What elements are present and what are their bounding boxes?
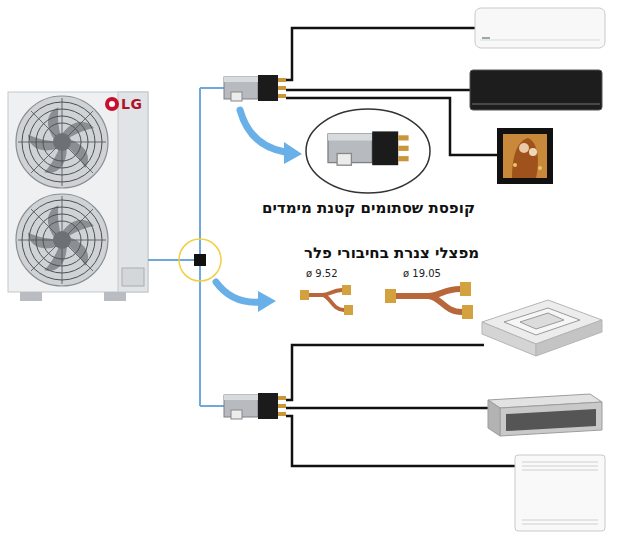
callout-arrow xyxy=(258,291,276,312)
outdoor-unit xyxy=(8,92,148,301)
pipe-diameter: ø 19.05 xyxy=(403,268,441,279)
callout-arrow xyxy=(240,110,285,152)
outdoor-unit-box: LG xyxy=(8,92,148,292)
connection-line xyxy=(286,89,472,92)
cassette-unit xyxy=(520,313,564,329)
floor-console-unit xyxy=(522,470,598,471)
refrigerant-pipe xyxy=(200,405,224,407)
pipe-diameter: ø 9.52 xyxy=(306,268,338,279)
art-cool-unit xyxy=(512,138,538,178)
wall-unit-black xyxy=(472,104,600,105)
valve-box-callout: קופסת שסתומים קטנת מימדים xyxy=(306,109,430,193)
wall-unit-white xyxy=(480,40,600,41)
callout-heading: קופסת שסתומים קטנת מימדים xyxy=(262,199,475,217)
valve-box xyxy=(224,75,286,101)
connection-line xyxy=(286,345,484,400)
pipe-splitter-large xyxy=(462,305,473,319)
art-cool-unit xyxy=(538,166,542,170)
floor-console-unit xyxy=(522,524,598,525)
valve-box-enlarged xyxy=(328,131,409,165)
outdoor-unit xyxy=(118,92,148,292)
highlight-circle xyxy=(179,239,221,281)
art-cool-unit xyxy=(513,163,517,167)
wall-unit-black xyxy=(470,70,602,110)
connection-line xyxy=(286,407,488,410)
cassette-unit xyxy=(504,308,580,335)
brand-logo: LG xyxy=(121,96,142,112)
duct-unit xyxy=(506,409,596,431)
outdoor-unit xyxy=(20,292,42,301)
wall-unit-black xyxy=(470,70,602,110)
duct-unit xyxy=(488,394,602,436)
wall-unit-white xyxy=(475,8,605,48)
outdoor-unit xyxy=(122,268,144,286)
floor-console-unit xyxy=(522,462,598,463)
splitter-heading: מפצלי צנרת בחיבורי פלר xyxy=(304,244,479,262)
floor-console-unit xyxy=(515,455,605,531)
art-cool-unit xyxy=(497,128,553,184)
art-cool-unit xyxy=(503,134,547,178)
refrigerant-pipe xyxy=(199,88,201,406)
callout-circle xyxy=(306,109,430,193)
pipe-splitter-small xyxy=(342,285,351,295)
refrigerant-pipe xyxy=(200,87,224,89)
duct-unit xyxy=(500,402,602,436)
outdoor-unit xyxy=(109,101,115,107)
pipe-splitter-small xyxy=(344,305,353,315)
floor-console-unit xyxy=(522,466,598,467)
pipe-junction xyxy=(194,254,206,266)
wall-unit-white xyxy=(475,8,605,48)
pipe-splitter-small xyxy=(300,290,309,300)
art-cool-unit xyxy=(529,148,537,156)
pipe-splitter-large xyxy=(395,289,462,312)
refrigerant-pipe xyxy=(148,88,224,406)
connection-line xyxy=(286,28,478,80)
refrigerant-pipe xyxy=(148,259,200,261)
floor-console-unit xyxy=(515,455,605,531)
floor-console-unit xyxy=(522,462,598,524)
callout-arrow xyxy=(284,142,302,164)
pipe-splitter-large xyxy=(460,282,471,296)
outdoor-unit xyxy=(104,292,126,301)
outdoor-unit xyxy=(105,97,119,111)
wall-unit-white xyxy=(482,37,490,39)
outdoor-unit xyxy=(8,92,148,292)
art-cool-unit xyxy=(519,143,529,153)
outdoor-unit xyxy=(16,194,108,286)
pipe-splitter-large xyxy=(385,282,473,319)
art-cool-unit xyxy=(497,128,553,184)
pipe-splitter-small xyxy=(300,285,353,315)
connection-line xyxy=(286,416,517,466)
cassette-unit xyxy=(482,300,602,356)
callout-arrow xyxy=(216,282,260,302)
floor-console-unit xyxy=(522,520,598,521)
pipe-splitter-small xyxy=(308,290,344,310)
duct-unit xyxy=(488,400,500,436)
pipe-splitter-large xyxy=(385,289,396,303)
valve-box xyxy=(224,393,286,419)
outdoor-unit xyxy=(16,96,108,188)
